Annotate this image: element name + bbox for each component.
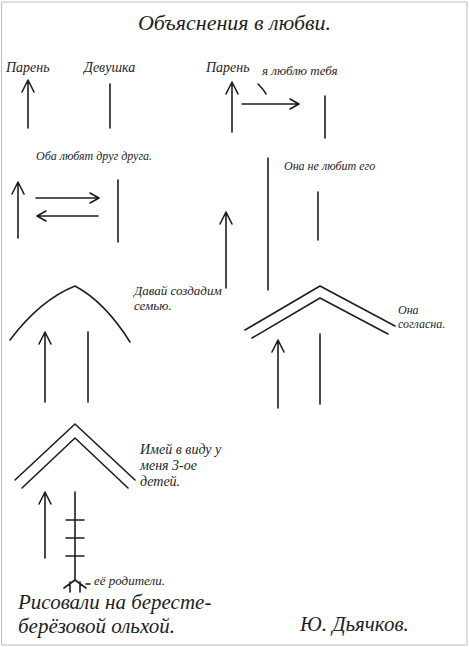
handwritten-note: её родители. xyxy=(94,574,204,589)
boy-arrow xyxy=(272,340,284,408)
girl-with-children xyxy=(66,492,84,580)
boy-arrow xyxy=(22,80,34,128)
roof xyxy=(22,438,128,488)
boy-arrow xyxy=(39,492,51,558)
handwritten-note: Ю. Дьячков. xyxy=(300,612,460,636)
love-arrow xyxy=(36,193,99,203)
handwritten-note: я люблю тебя xyxy=(262,64,372,79)
girl-line xyxy=(117,180,119,242)
handwritten-note: Оба любят друг друга. xyxy=(36,150,186,164)
handwritten-note: Парень xyxy=(206,60,266,76)
girl-line xyxy=(87,332,89,402)
roof xyxy=(245,286,395,330)
boy-arrow xyxy=(226,82,238,132)
girl-line xyxy=(317,192,319,240)
handwritten-note: Парень xyxy=(6,60,76,76)
handwritten-note: Давай создадим семью. xyxy=(134,284,224,314)
speech-pointer xyxy=(258,84,266,94)
girl-line xyxy=(319,334,321,404)
handwritten-note: Она согласна. xyxy=(398,304,464,332)
title: Объяснения в любви. xyxy=(0,10,469,35)
handwritten-note: Девушка xyxy=(84,60,164,76)
roof xyxy=(15,424,135,480)
girl-line xyxy=(109,84,111,128)
boy-arrow xyxy=(12,182,24,238)
handwritten-note: Имей в виду у меня 3-ое детей. xyxy=(140,442,240,490)
love-arrow xyxy=(242,99,299,109)
handwritten-note: Она не любит его xyxy=(284,160,414,174)
roof xyxy=(10,286,130,342)
roof xyxy=(252,298,388,338)
boy-arrow xyxy=(39,332,51,402)
barrier-line xyxy=(267,158,269,290)
caption: Рисовали на бересте-берёзовой ольхой. xyxy=(18,590,298,638)
boy-arrow xyxy=(220,212,232,288)
love-arrow xyxy=(37,211,98,221)
girl-line xyxy=(324,96,326,138)
